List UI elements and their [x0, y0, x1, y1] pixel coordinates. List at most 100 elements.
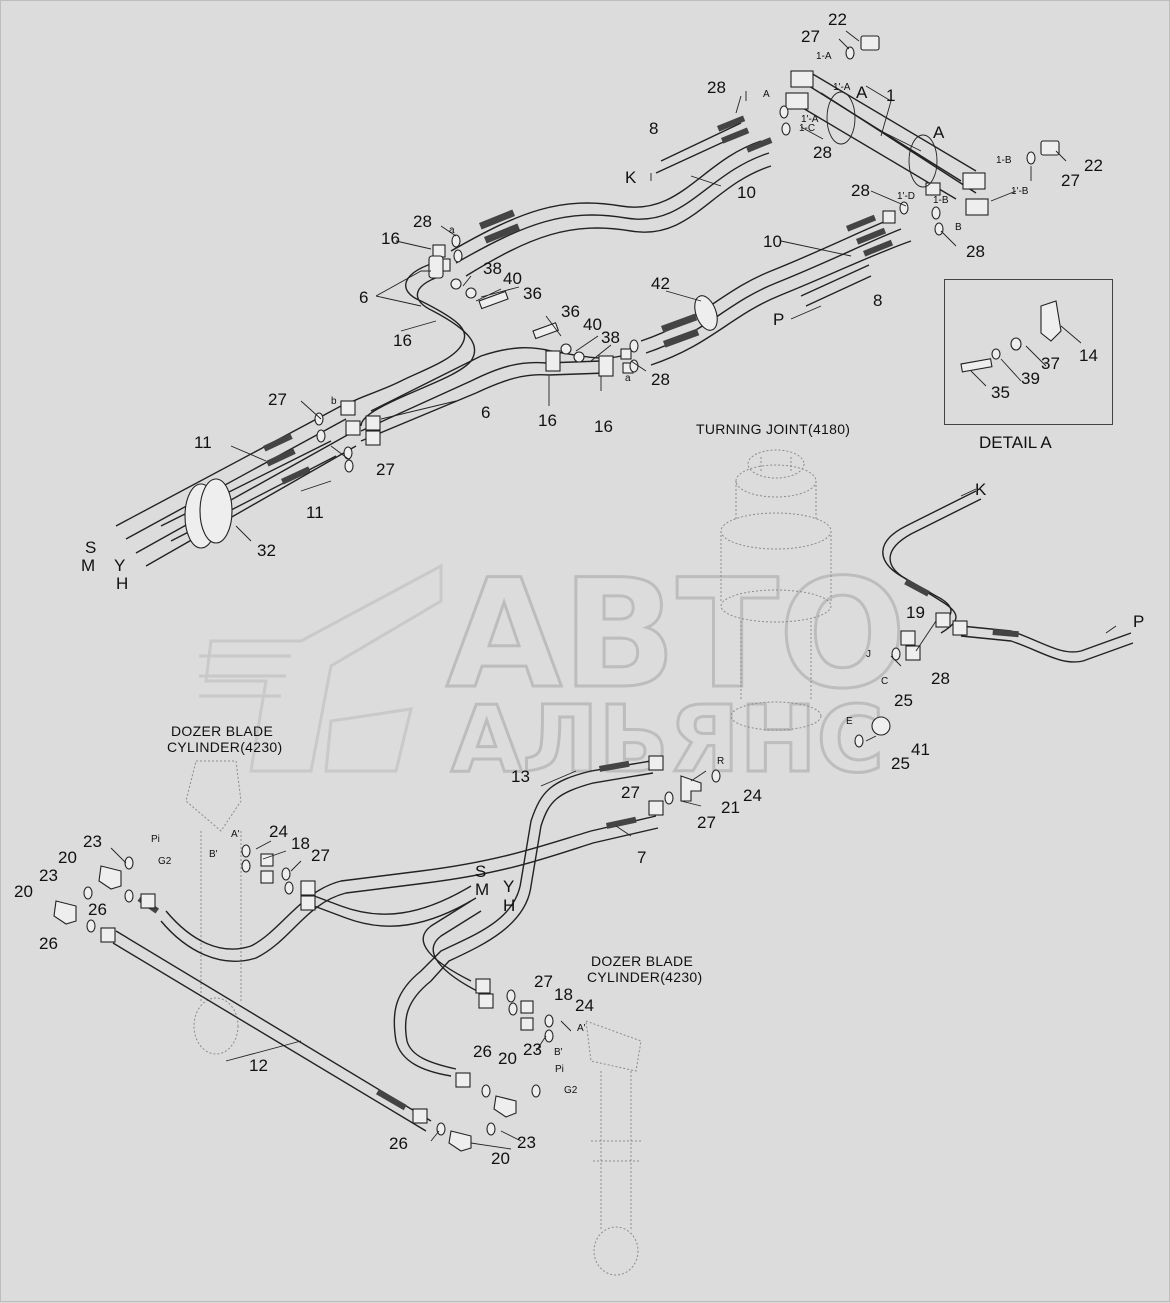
callout-label: 8 [873, 291, 882, 310]
callout-label: 36 [523, 284, 542, 303]
callout-label: A [763, 89, 770, 100]
watermark-line2: АЛЬЯНС [451, 686, 884, 793]
callout-label: 18 [291, 834, 310, 853]
callout-label: 40 [583, 315, 602, 334]
lower-fittings [53, 612, 968, 1152]
callout-label: 16 [594, 417, 613, 436]
callout-label: C [881, 676, 888, 687]
callout-label: 1'-B [1011, 186, 1029, 197]
callout-label: 19 [906, 603, 925, 622]
callout-label: 1-A [816, 51, 832, 62]
callout-label: M [475, 880, 489, 899]
dozer-blade-caption-right-2: CYLINDER(4230) [587, 969, 702, 985]
callout-label: A' [577, 1023, 586, 1034]
callout-label: 27 [801, 27, 820, 46]
callout-label: a [625, 373, 631, 384]
callout-label: 1-C [799, 123, 815, 134]
callout-label: B [955, 222, 962, 233]
callout-label: 27 [311, 846, 330, 865]
callout-label: 20 [58, 848, 77, 867]
callout-label: 1-B [933, 195, 949, 206]
callout-label: 38 [483, 259, 502, 278]
callout-label: Y [114, 556, 125, 575]
dozer-blade-caption-left-1: DOZER BLADE [171, 723, 273, 739]
callout-label: 20 [491, 1149, 510, 1168]
callout-label: 35 [991, 383, 1010, 402]
callout-label: H [503, 896, 515, 915]
upper-o-rings [314, 46, 1036, 473]
callout-label: 27 [1061, 171, 1080, 190]
callout-label: B' [209, 849, 218, 860]
callout-label: 26 [39, 934, 58, 953]
callout-label: 28 [707, 78, 726, 97]
callout-label: A [856, 83, 868, 102]
dozer-blade-caption-left-2: CYLINDER(4230) [167, 739, 282, 755]
detail-a-marker [826, 91, 856, 145]
callout-label: Pi [555, 1064, 564, 1075]
callout-label: 21 [721, 798, 740, 817]
turning-joint-caption: TURNING JOINT(4180) [696, 421, 850, 437]
callout-label: 26 [473, 1042, 492, 1061]
callout-label: Y [503, 877, 514, 896]
callout-label: 28 [413, 212, 432, 231]
callout-label: 24 [269, 822, 288, 841]
leader-lines [110, 30, 1117, 1150]
callout-label: B' [554, 1047, 563, 1058]
detail-a-caption: DETAIL A [979, 433, 1052, 452]
callout-label: 7 [637, 848, 646, 867]
callout-label: 1'-A [801, 114, 819, 125]
callout-label: 24 [575, 996, 594, 1015]
callout-label: 11 [306, 503, 324, 522]
callout-label: 16 [381, 229, 400, 248]
callout-label: 1'-A [833, 82, 851, 93]
callout-label: 42 [651, 274, 670, 293]
callout-label: H [116, 574, 128, 593]
callout-label: b [331, 396, 337, 407]
callout-label: S [85, 538, 96, 557]
callout-label: 12 [249, 1056, 268, 1075]
callout-label: 41 [911, 740, 930, 759]
callout-label: 16 [393, 331, 412, 350]
upper-hose-crimps [263, 115, 894, 485]
dozer-cylinder-left-ghost [185, 760, 242, 1055]
callout-label: a [449, 225, 455, 236]
callout-label: 28 [813, 143, 832, 162]
callout-label: 28 [966, 242, 985, 261]
callout-label: 8 [649, 119, 658, 138]
callout-label: P [1133, 612, 1144, 631]
callout-label: 26 [88, 900, 107, 919]
callout-label: 18 [554, 985, 573, 1004]
callout-label: 1 [886, 86, 895, 105]
callout-label: 14 [1079, 346, 1098, 365]
callout-label: 28 [851, 181, 870, 200]
turning-joint-ghost [720, 449, 832, 731]
detail-a-parts [960, 300, 1062, 373]
callout-label: 37 [1041, 354, 1060, 373]
callout-label: 28 [931, 669, 950, 688]
callout-label: 13 [511, 767, 530, 786]
callout-label: K [975, 480, 987, 499]
callout-label: 27 [268, 390, 287, 409]
callout-label: 22 [1084, 156, 1103, 175]
callout-label: 11 [194, 433, 212, 452]
callout-label: 36 [561, 302, 580, 321]
callout-label: 40 [503, 269, 522, 288]
callout-label: 22 [828, 10, 847, 29]
captions: TURNING JOINT(4180) DOZER BLADE CYLINDER… [167, 421, 1052, 985]
callout-label: K [625, 168, 637, 187]
callout-label: 23 [517, 1133, 536, 1152]
callout-label: 25 [894, 691, 913, 710]
callout-label: 1-B [996, 155, 1012, 166]
watermark-logo: АВТО АЛЬЯНС [199, 547, 908, 795]
lower-o-rings [83, 647, 901, 1136]
callout-label: 26 [389, 1134, 408, 1153]
callout-label: 20 [14, 882, 33, 901]
callout-label: 28 [651, 370, 670, 389]
upper-pipes [115, 72, 977, 567]
upper-fittings [184, 35, 1060, 549]
callout-label: A [933, 123, 945, 142]
callout-label: 24 [743, 786, 762, 805]
callout-label: 6 [481, 403, 490, 422]
